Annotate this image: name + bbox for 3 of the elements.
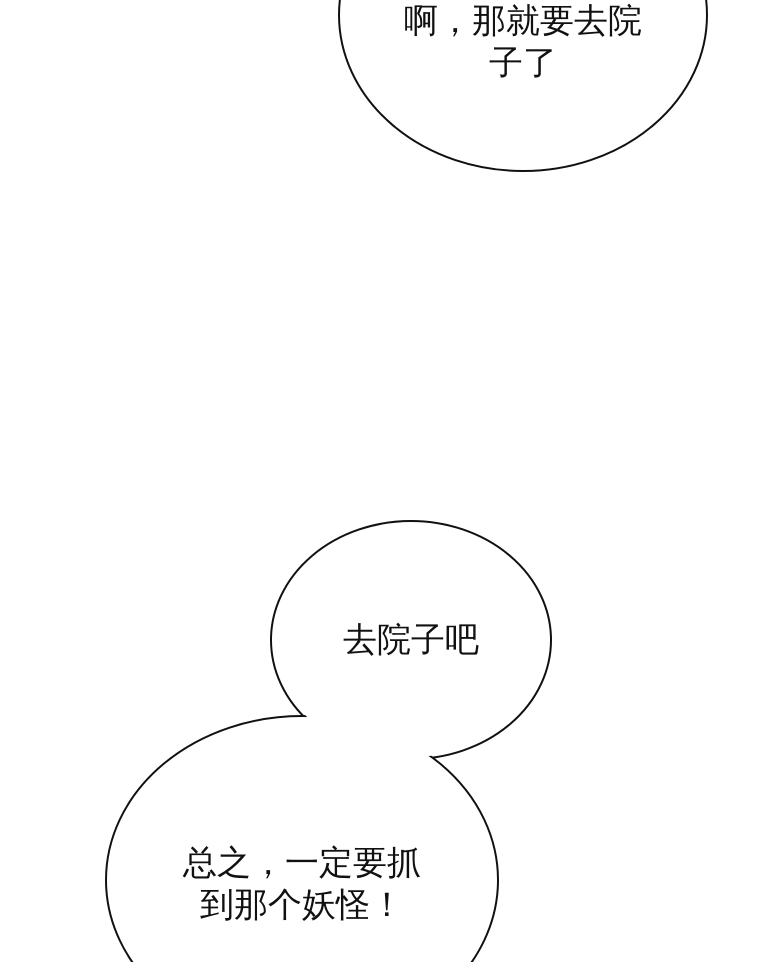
- speech-text: 啊，那就要去院子了: [403, 0, 643, 84]
- speech-text: 总之，一定要抓到那个妖怪！: [182, 842, 422, 926]
- speech-text: 去院子吧: [342, 619, 480, 661]
